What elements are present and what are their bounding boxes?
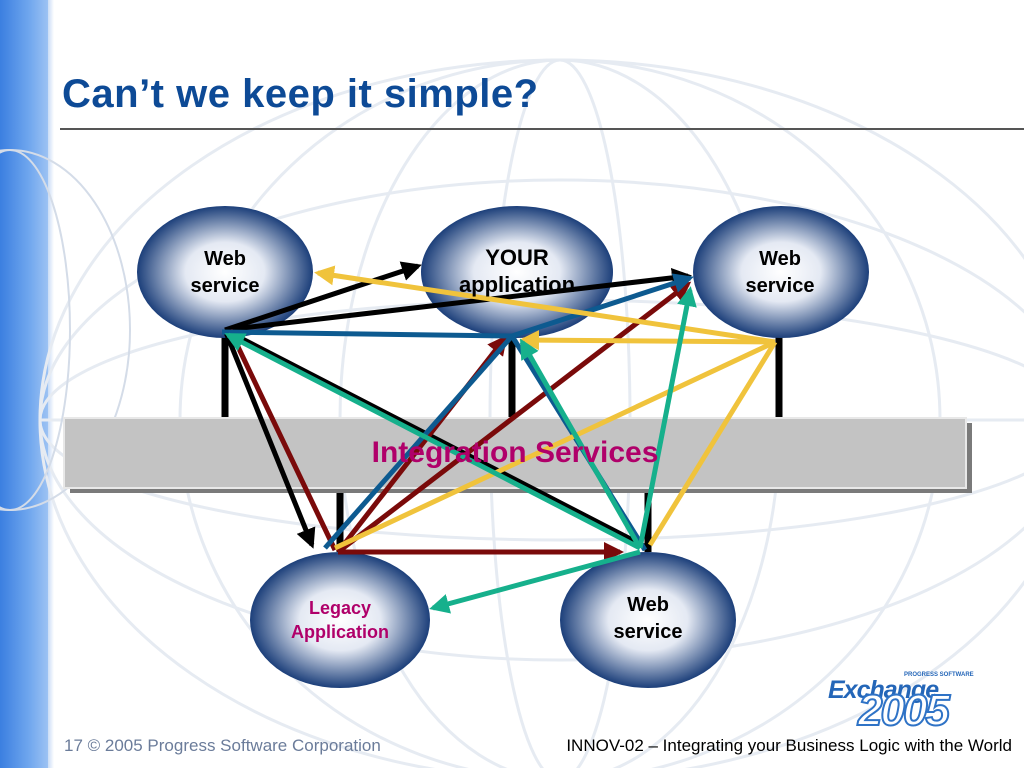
node-label-your-application: YOUR application (458, 245, 576, 297)
node-label-web-service-top-left: Web service (190, 248, 260, 297)
node-label-legacy-application: Legacy Application (291, 598, 389, 642)
slide-title: Can’t we keep it simple? (62, 72, 539, 116)
integration-services-label: Integration Services (371, 436, 659, 469)
arrows-black (222, 261, 692, 551)
node-label-web-service-bottom: Web service (613, 594, 683, 643)
node-web-service-bottom (560, 552, 736, 688)
node-your-application (421, 206, 613, 338)
logo-small-text: PROGRESS SOFTWARE (904, 672, 974, 678)
arrows-yellow (314, 265, 778, 551)
logo-brand-text: Exchange (828, 676, 939, 704)
left-accent-edge (48, 0, 54, 768)
session-title: INNOV-02 – Integrating your Business Log… (566, 736, 1012, 755)
slide-number-copyright: 17 © 2005 Progress Software Corporation (64, 736, 381, 755)
left-accent-bar (0, 0, 48, 768)
logo-year-text: 2005 (857, 685, 951, 736)
node-legacy-application (250, 552, 430, 688)
arrows-teal (224, 286, 697, 614)
integration-services-bar (63, 417, 972, 493)
title-divider (60, 128, 1024, 130)
node-web-service-top-left (137, 206, 313, 338)
node-web-service-top-right (693, 206, 869, 338)
node-label-web-service-top-right: Web service (745, 248, 815, 297)
exchange-2005-logo-icon: PROGRESS SOFTWARE Exchange 2005 (826, 672, 986, 736)
